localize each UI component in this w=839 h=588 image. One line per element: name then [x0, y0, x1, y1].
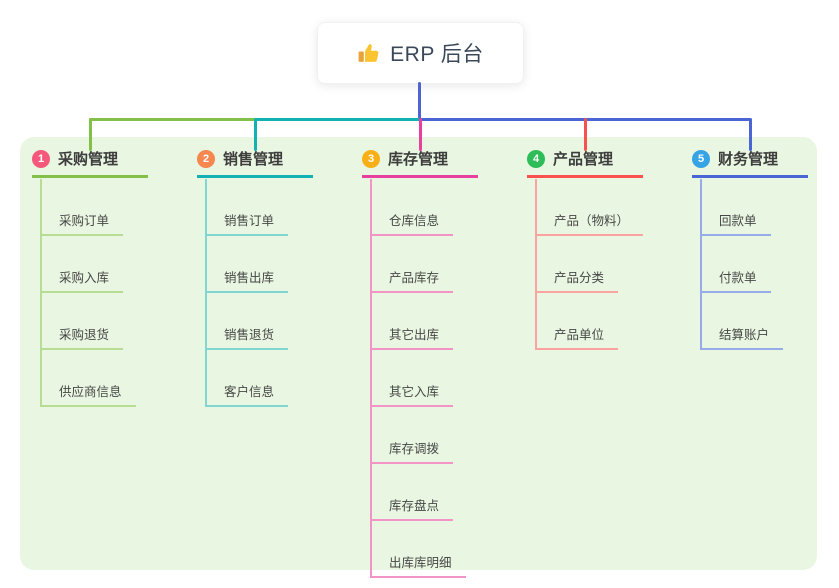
branch-title-5[interactable]: 5 财务管理 [692, 148, 808, 178]
child-node-label: 其它出库 [389, 328, 440, 342]
root-node-erp[interactable]: ERP 后台 [317, 22, 524, 84]
child-node-label: 出库库明细 [389, 556, 452, 570]
branch-children-list-5: 回款单付款单结算账户 [700, 179, 784, 350]
branch-number-badge: 2 [197, 149, 215, 168]
branch-title-4[interactable]: 4 产品管理 [527, 148, 643, 178]
child-node-label: 付款单 [719, 271, 757, 285]
drop-line-branch2 [254, 118, 257, 151]
child-node[interactable]: 产品分类 [537, 236, 619, 293]
child-node-label: 产品分类 [554, 271, 605, 285]
child-node[interactable]: 付款单 [702, 236, 771, 293]
child-node-label: 其它入库 [389, 385, 440, 399]
child-node-label: 仓库信息 [389, 214, 440, 228]
child-node-label: 销售出库 [224, 271, 275, 285]
branch-number-badge: 4 [527, 149, 545, 168]
branches-background-panel [20, 137, 817, 570]
thumbs-up-icon [357, 41, 381, 65]
child-node-label: 采购订单 [59, 214, 110, 228]
branch-title-3[interactable]: 3 库存管理 [362, 148, 478, 178]
child-node-label: 供应商信息 [59, 385, 122, 399]
child-node[interactable]: 结算账户 [702, 293, 784, 350]
child-node-label: 产品库存 [389, 271, 440, 285]
root-connector-line [418, 82, 421, 119]
child-node[interactable]: 销售订单 [207, 179, 289, 236]
branch-title-1[interactable]: 1 采购管理 [32, 148, 148, 178]
branch-children-list-3: 仓库信息产品库存其它出库其它入库库存调拨库存盘点出库库明细 [370, 179, 466, 578]
child-node-label: 销售退货 [224, 328, 275, 342]
bus-segment-branch1 [89, 118, 256, 121]
drop-line-branch1 [89, 118, 92, 151]
child-node[interactable]: 销售出库 [207, 236, 289, 293]
child-node-label: 回款单 [719, 214, 757, 228]
branch-number-badge: 5 [692, 149, 710, 168]
child-node[interactable]: 其它出库 [372, 293, 454, 350]
root-node-label: ERP 后台 [390, 43, 484, 66]
child-node-label: 库存盘点 [389, 499, 440, 513]
child-node[interactable]: 库存盘点 [372, 464, 454, 521]
child-node-label: 产品（物料） [554, 214, 630, 228]
child-node-label: 库存调拨 [389, 442, 440, 456]
child-node-label: 客户信息 [224, 385, 275, 399]
child-node[interactable]: 仓库信息 [372, 179, 454, 236]
branch-number-badge: 1 [32, 149, 50, 168]
child-node[interactable]: 销售退货 [207, 293, 289, 350]
branch-children-list-4: 产品（物料） 产品分类产品单位 [535, 179, 644, 350]
drop-line-branch3 [419, 118, 422, 151]
child-node[interactable]: 产品单位 [537, 293, 619, 350]
drop-line-branch5 [749, 118, 752, 151]
child-node[interactable]: 采购入库 [42, 236, 124, 293]
branch-number-badge: 3 [362, 149, 380, 168]
child-node[interactable]: 产品（物料） [537, 179, 644, 236]
child-node[interactable]: 库存调拨 [372, 407, 454, 464]
branch-title-label: 产品管理 [553, 151, 614, 168]
branch-children-list-2: 销售订单销售出库销售退货客户信息 [205, 179, 289, 407]
child-node[interactable]: 回款单 [702, 179, 771, 236]
drop-line-branch4 [584, 118, 587, 151]
child-node[interactable]: 产品库存 [372, 236, 454, 293]
child-node[interactable]: 出库库明细 [372, 521, 466, 578]
branch-title-label: 采购管理 [58, 151, 119, 168]
child-node[interactable]: 采购退货 [42, 293, 124, 350]
branch-title-label: 销售管理 [223, 151, 284, 168]
child-node-label: 采购入库 [59, 271, 110, 285]
child-node-label: 销售订单 [224, 214, 275, 228]
child-node-label: 产品单位 [554, 328, 605, 342]
child-node[interactable]: 采购订单 [42, 179, 124, 236]
child-node-label: 结算账户 [719, 328, 770, 342]
bus-segment-branch2 [254, 118, 421, 121]
child-node-label: 采购退货 [59, 328, 110, 342]
branch-title-label: 库存管理 [388, 151, 449, 168]
child-node[interactable]: 供应商信息 [42, 350, 136, 407]
branch-children-list-1: 采购订单采购入库采购退货供应商信息 [40, 179, 136, 407]
child-node[interactable]: 客户信息 [207, 350, 289, 407]
child-node[interactable]: 其它入库 [372, 350, 454, 407]
branch-title-label: 财务管理 [718, 151, 779, 168]
branch-title-2[interactable]: 2 销售管理 [197, 148, 313, 178]
